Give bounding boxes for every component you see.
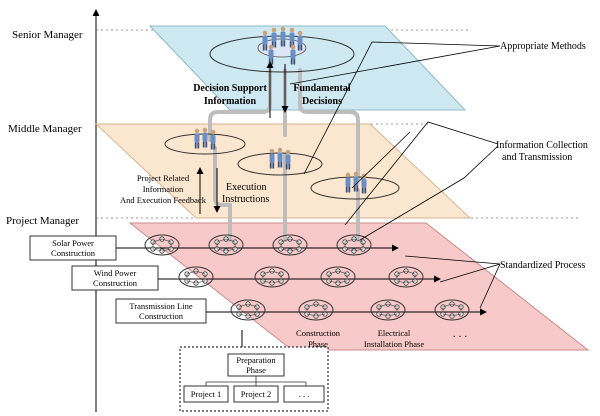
phases-ellipsis: · · · [453, 332, 468, 343]
solar-label-box [29, 235, 117, 261]
wind-label-1: Wind Power [94, 268, 137, 278]
project-1-label: Project 1 [191, 389, 221, 399]
senior-manager-plane [148, 25, 467, 111]
feedback-label-3: And Execution Feedback [120, 195, 207, 205]
info-collection-label-2: and Transmission [502, 152, 572, 163]
electrical-phase-label-1: Electrical [378, 328, 411, 338]
wind-label-box [71, 265, 159, 291]
preparation-tree-lines [205, 376, 307, 386]
standardized-process-label: Standardized Process [500, 260, 585, 271]
callout-lines [289, 41, 501, 309]
wind-label-2: Construction [93, 278, 138, 288]
meeting-icon [257, 26, 307, 65]
construction-phase-label-1: Construction [296, 328, 341, 338]
decision-support-label: Decision Support [193, 83, 267, 94]
fundamental-decisions-label: Fundamental [293, 83, 350, 94]
execution-label-1: Execution [226, 182, 267, 193]
fundamental-decisions-label-2: Decisions [302, 96, 342, 107]
project-manager-label: Project Manager [6, 215, 79, 227]
project-1-box [183, 385, 229, 403]
project-more-box [283, 385, 325, 403]
solar-label-1: Solar Power [52, 238, 94, 248]
project-2-box [233, 385, 279, 403]
transmission-label-2: Construction [139, 311, 184, 321]
construction-phase-label-2: Phase [308, 339, 328, 349]
appropriate-methods-label: Appropriate Methods [500, 41, 586, 52]
project-2-label: Project 2 [241, 389, 271, 399]
preparation-title-1: Preparation [236, 355, 276, 365]
middle-manager-label: Middle Manager [8, 123, 82, 135]
solar-label-2: Construction [51, 248, 96, 258]
feedback-label-2: Information [143, 184, 184, 194]
electrical-phase-label-2: Installation Phase [364, 339, 424, 349]
info-collection-label-1: Information Collection [496, 140, 588, 151]
execution-label-2: Instructions [222, 194, 269, 205]
senior-manager-label: Senior Manager [12, 29, 83, 41]
preparation-title-2: Phase [246, 365, 266, 375]
feedback-label-1: Project Related [137, 173, 190, 183]
transmission-label-1: Transmission Line [129, 301, 192, 311]
project-more-label: . . . [299, 389, 310, 399]
transmission-label-box [115, 298, 207, 324]
decision-support-label-2: Information [204, 96, 257, 107]
